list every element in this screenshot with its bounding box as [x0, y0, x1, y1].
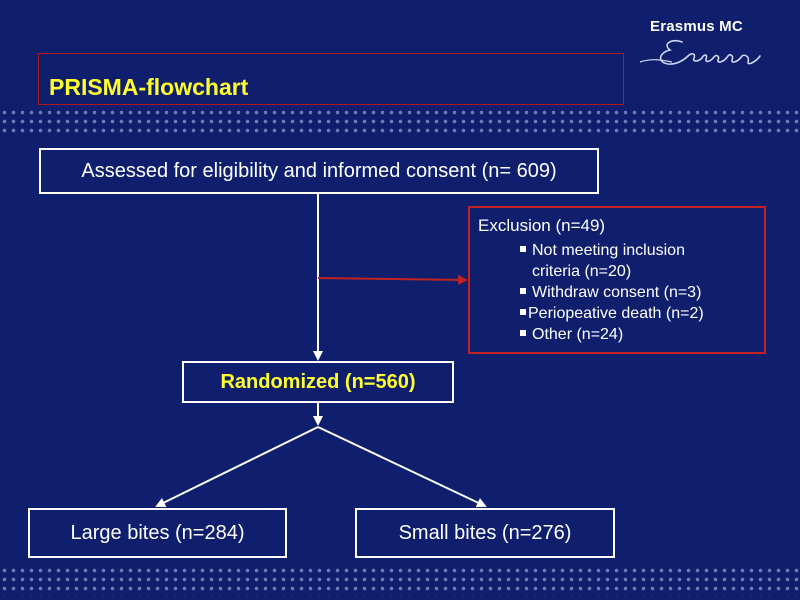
- large-bites-box: Large bites (n=284): [28, 508, 287, 558]
- arrow-to-large-bites: [155, 426, 319, 507]
- exclusion-item: Other (n=24): [478, 324, 764, 345]
- exclusion-heading: Exclusion (n=49): [478, 216, 606, 235]
- small-bites-box: Small bites (n=276): [355, 508, 615, 558]
- exclusion-item: Not meeting inclusion criteria (n=20): [478, 240, 764, 282]
- exclusion-item: Withdraw consent (n=3): [478, 282, 764, 303]
- randomized-label: Randomized (n=560): [220, 370, 416, 393]
- exclusion-list: Not meeting inclusion criteria (n=20) Wi…: [478, 240, 764, 345]
- bullet-icon: [520, 288, 526, 294]
- erasmus-signature-icon: [639, 39, 761, 65]
- erasmus-mc-logo: Erasmus MC: [632, 14, 782, 74]
- assessed-label: Assessed for eligibility and informed co…: [81, 159, 557, 182]
- title-box: PRISMA-flowchart: [38, 53, 624, 105]
- arrow-to-small-bites: [317, 426, 487, 508]
- small-bites-label: Small bites (n=276): [398, 521, 572, 544]
- logo-text: Erasmus MC: [650, 18, 743, 35]
- large-bites-label: Large bites (n=284): [70, 521, 245, 544]
- top-dot-band: [0, 108, 800, 134]
- arrow-to-exclusion: [317, 274, 468, 285]
- bullet-icon: [520, 330, 526, 336]
- randomized-box: Randomized (n=560): [182, 361, 454, 403]
- bottom-dot-band: [0, 566, 800, 596]
- exclusion-box: Exclusion (n=49) Not meeting inclusion c…: [468, 206, 766, 354]
- slide-title: PRISMA-flowchart: [49, 74, 249, 100]
- exclusion-item: Periopeative death (n=2): [478, 303, 764, 324]
- bullet-icon: [520, 309, 526, 315]
- bullet-icon: [520, 246, 526, 252]
- assessed-box: Assessed for eligibility and informed co…: [39, 148, 599, 194]
